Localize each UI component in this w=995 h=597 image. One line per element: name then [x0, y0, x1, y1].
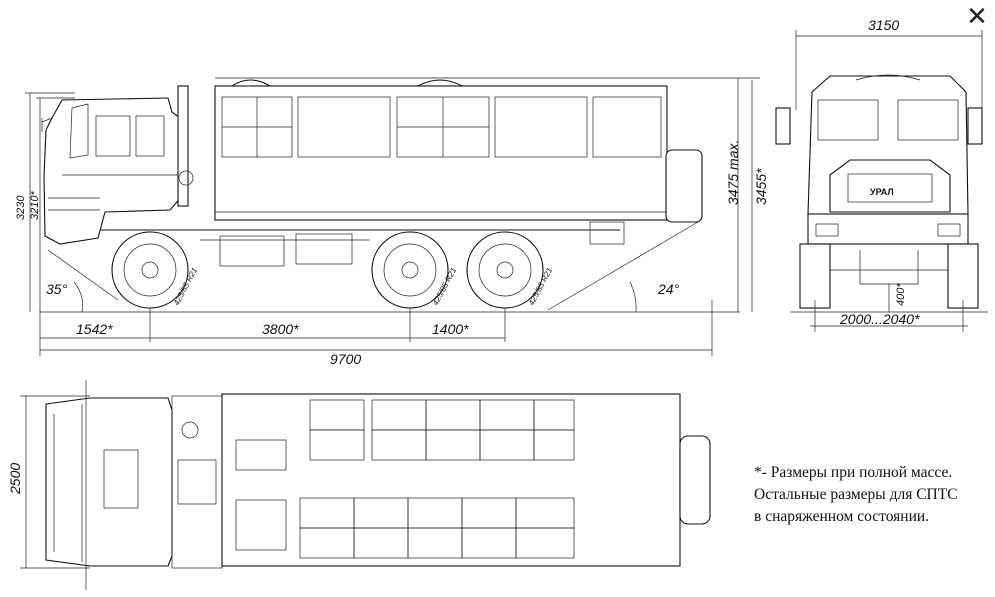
dim-front-overhang: 1542* [76, 321, 113, 337]
dim-ground-clearance: 400* [895, 283, 907, 306]
footnote-line-1: *- Размеры при полной массе. [754, 464, 953, 481]
brand-badge: УРАЛ [870, 187, 894, 197]
dim-rear-axle-spacing: 1400* [432, 321, 469, 337]
dim-height-full: 3455* [753, 168, 769, 205]
close-icon: ✕ [966, 2, 988, 32]
dim-overall-length: 9700 [330, 351, 361, 367]
side-view: 3230 3210* 3475 max. 3455* [15, 77, 769, 367]
dim-approach-angle: 35° [46, 281, 68, 297]
front-view: 3150 УРАЛ 400* 2000...2040* [775, 17, 988, 332]
footnote-line-3: в снаряженном состоянии. [754, 508, 930, 525]
dim-track-width: 2000...2040* [839, 311, 920, 327]
dim-departure-angle: 24° [657, 281, 680, 297]
dim-cab-height: 3230 [15, 195, 27, 220]
footnote-line-2: Остальные размеры для СПТС [754, 486, 958, 503]
dim-overall-width: 3150 [868, 17, 899, 33]
tire-label-rear-1: 425/85 R21 [431, 266, 458, 307]
dim-body-width: 2500 [7, 463, 23, 495]
dim-cab-height-full: 3210* [29, 191, 41, 220]
footnote: *- Размеры при полной массе. Остальные р… [754, 462, 994, 528]
dim-wheelbase: 3800* [262, 321, 299, 337]
top-view: 2500 [7, 380, 711, 590]
close-button[interactable]: ✕ [962, 2, 992, 32]
dim-height-max: 3475 max. [725, 140, 741, 205]
